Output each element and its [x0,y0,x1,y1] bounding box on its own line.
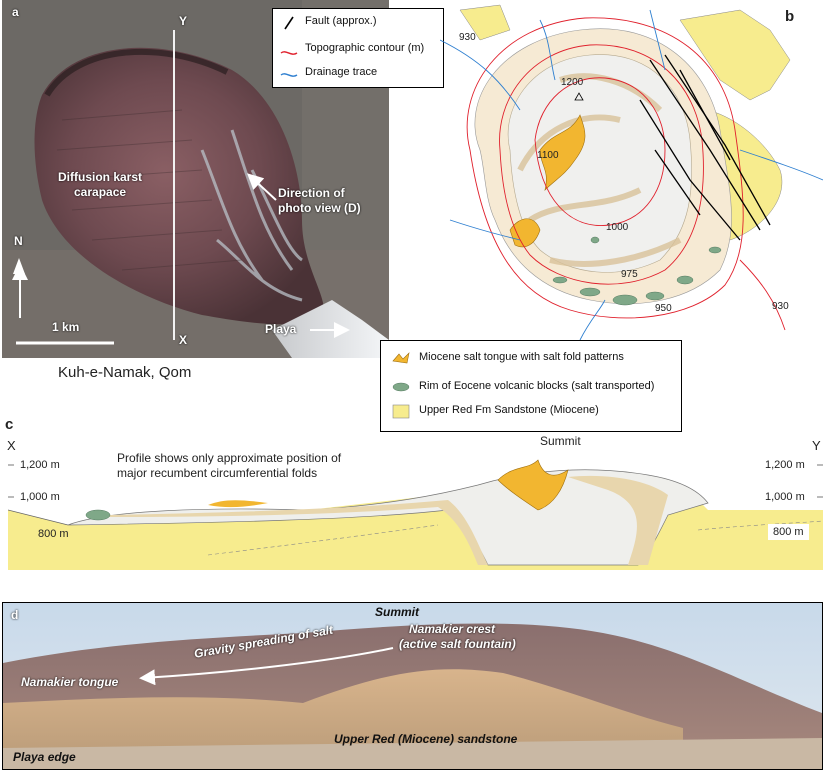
section-note-line1: Profile shows only approximate position … [117,451,342,465]
contour-label-975: 975 [621,269,638,280]
section-note-line2: major recumbent circumferential folds [117,466,318,480]
sandstone-label: Upper Red (Miocene) sandstone [334,732,518,746]
panel-a-legend: Fault (approx.) Topographic contour (m) … [272,8,444,88]
karst-label-line2: carapace [74,185,127,199]
section-y-label: Y [812,438,821,453]
panel-b-geologic-map [440,4,823,341]
direction-label-line1: Direction of [278,186,345,200]
summit-triangle-icon [574,92,584,101]
panel-a-caption: Kuh-e-Namak, Qom [58,364,192,381]
panel-a-letter: a [12,5,19,19]
panel-d-photograph: d Summit Namakier crest (active salt fou… [2,602,823,770]
right-tick-800: 800 m [768,524,809,540]
left-tick-1200: 1,200 m [20,459,60,471]
contour-label-1200: 1200 [561,77,584,88]
panel-c-letter: c [5,416,14,433]
section-summit-label: Summit [540,434,581,448]
legend-volcanic-rim: Rim of Eocene volcanic blocks (salt tran… [419,380,655,392]
contour-label-1000: 1000 [606,222,629,233]
crest-label-line1: Namakier crest [409,622,496,636]
legend-contour: Topographic contour (m) [305,42,425,54]
playa-edge-label: Playa edge [13,750,76,764]
legend-fault: Fault (approx.) [305,15,377,27]
left-tick-800: 800 m [38,528,69,540]
contour-label-930-top: 930 [459,32,476,43]
annotation-arrows [12,173,350,345]
tongue-label: Namakier tongue [21,675,119,689]
karst-label-line1: Diffusion karst [58,170,143,184]
section-x-label: X [7,438,16,453]
profile-y-label: Y [179,14,188,28]
legend-line-swatches [280,16,298,77]
legend-fill-swatches [392,352,410,419]
gravity-arrow [139,647,394,686]
right-tick-1200: 1,200 m [765,459,805,471]
left-tick-1000: 1,000 m [20,491,60,503]
direction-label-line2: photo view (D) [278,201,361,215]
profile-line-xy [173,30,175,340]
panel-d-letter: d [11,608,19,622]
photo-landscape [3,603,822,769]
contour-label-930-bottom: 930 [772,301,789,312]
crest-label-line2: (active salt fountain) [399,637,516,651]
legend-sandstone: Upper Red Fm Sandstone (Miocene) [419,404,599,416]
right-tick-1000: 1,000 m [765,491,805,503]
panel-b-letter: b [785,8,795,25]
photo-summit-label: Summit [375,605,420,619]
legend-drainage: Drainage trace [305,66,378,78]
playa-label: Playa [265,322,297,336]
profile-x-label: X [179,333,188,347]
legend-salt-tongue: Miocene salt tongue with salt fold patte… [419,351,624,363]
contour-label-950: 950 [655,303,672,314]
scale-bar-label: 1 km [52,320,80,334]
contour-label-1100: 1100 [537,150,559,161]
north-arrow-icon [13,258,25,274]
north-label: N [14,234,23,248]
cross-section-diagram [8,459,823,570]
panel-b-legend: Miocene salt tongue with salt fold patte… [380,340,682,432]
